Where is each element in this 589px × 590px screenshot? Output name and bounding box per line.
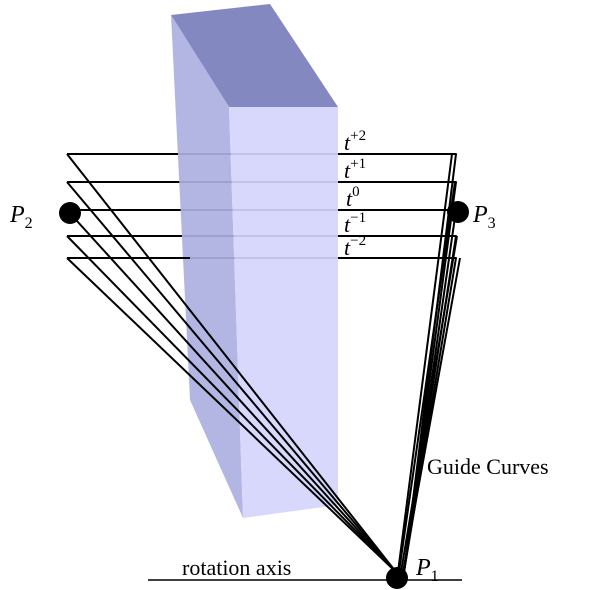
point-p1: [386, 567, 408, 589]
guide-curve-right-diag-3: [400, 235, 458, 573]
label-p1: P1: [415, 555, 439, 585]
guide-curve-right-diag-2: [398, 181, 456, 573]
param-label-t-plus-1: t+1: [344, 156, 366, 183]
guide-curve-fronts: [66, 153, 397, 573]
rotation-axis-label: rotation axis: [182, 555, 291, 580]
guide-curve-right-diag-1: [397, 153, 453, 573]
label-p3: P3: [472, 202, 496, 232]
guide-curve-diag-t-plus-2: [66, 153, 397, 573]
param-label-t-minus-2: t−2: [344, 233, 366, 260]
point-p3: [447, 201, 469, 223]
label-p2: P2: [9, 202, 33, 232]
guide-curve-diag-t-0: [66, 209, 397, 573]
guide-curve-diag-t-minus-1: [66, 235, 397, 573]
param-label-t-0: t0: [346, 184, 360, 211]
guide-curve-right-diag-4: [402, 257, 461, 573]
point-p2: [59, 202, 81, 224]
guide-curve-right-fronts: [338, 153, 461, 573]
block-front-face: [229, 107, 338, 518]
guide-curve-diag-t-plus-1: [66, 181, 397, 573]
block: [171, 4, 338, 518]
block-left-face: [171, 15, 243, 518]
param-label-t-minus-1: t−1: [344, 210, 366, 237]
param-label-t-plus-2: t+2: [344, 128, 366, 155]
block-top-face: [171, 4, 338, 107]
guide-curves-label: Guide Curves: [427, 454, 549, 479]
guide-curve-diag-t-minus-2: [66, 257, 397, 573]
